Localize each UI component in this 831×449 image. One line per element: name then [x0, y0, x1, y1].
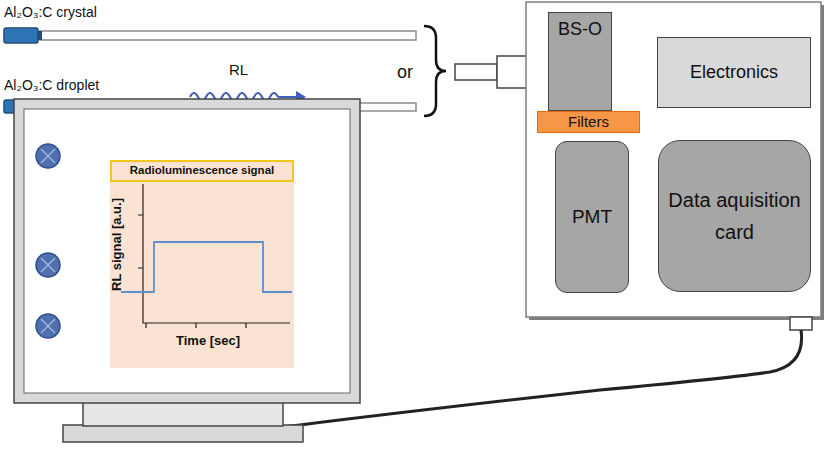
crystal — [4, 28, 38, 43]
brace — [424, 26, 446, 116]
fibre-connector — [455, 64, 497, 80]
box-text: Electronics — [690, 62, 778, 83]
reader-housing — [526, 2, 821, 317]
electronics-box: Electronics — [657, 37, 811, 108]
axis-label: Time [sec] — [176, 333, 240, 348]
part-label: Al₂O₃:C crystal — [4, 4, 97, 20]
box-text: Radioluminescence signal — [130, 164, 274, 177]
monitor-stand — [83, 402, 283, 426]
signal-label: RL — [229, 61, 248, 78]
optical-fibre — [40, 31, 416, 40]
chart-axes — [143, 184, 290, 323]
housing-shadow — [529, 5, 824, 320]
monitor-screen — [24, 109, 350, 393]
crystal-joint — [37, 31, 42, 40]
monitor-frame — [14, 99, 360, 403]
box-text: Data aquisition card — [665, 184, 804, 248]
daq-card-box: Data aquisition card — [658, 140, 811, 292]
beam-splitter-box: BS-O — [548, 12, 612, 111]
box-text: BS-O — [558, 19, 602, 40]
chart-title-box: Radioluminescence signal — [110, 160, 294, 182]
rl-signal-trace — [121, 242, 292, 292]
monitor-base — [63, 425, 303, 442]
part-label: Al₂O₃:C droplet — [4, 77, 99, 93]
usb-port — [790, 317, 812, 330]
rl-arrow — [278, 96, 296, 98]
screen-buttons — [36, 144, 60, 338]
box-text: Filters — [568, 113, 609, 130]
fibre-port — [497, 56, 527, 88]
filter-strip: Filters — [537, 111, 640, 133]
pmt-box: PMT — [555, 141, 629, 293]
chart-area — [110, 160, 294, 368]
box-text: PMT — [572, 206, 612, 228]
axis-label: RL signal [a.u.] — [109, 198, 124, 291]
or-label: or — [397, 62, 413, 83]
